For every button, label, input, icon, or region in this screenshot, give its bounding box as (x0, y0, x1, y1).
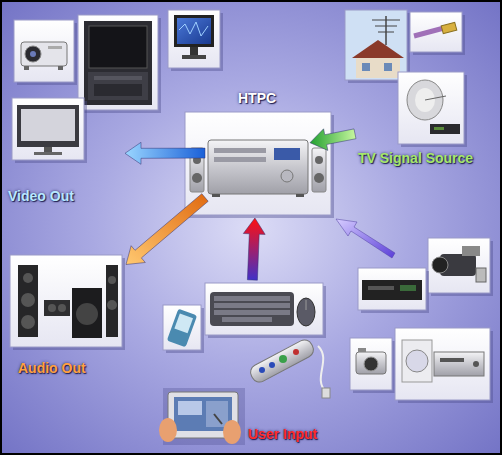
group-label: TV Signal Source (358, 150, 473, 167)
arrow-connector (126, 194, 208, 265)
satellite-dish-tile (398, 72, 467, 147)
tablet-with-hands (159, 388, 245, 445)
flat-panel-tile (12, 98, 87, 163)
arrow-connector (125, 142, 205, 164)
camera-tile (350, 338, 395, 393)
video-out-node: Video Out (5, 100, 125, 207)
user-input-node: User Input (160, 280, 338, 450)
cable-tile (410, 12, 465, 55)
speakers-tile (10, 255, 125, 350)
capture-arrow (336, 219, 395, 258)
vcr-tile (358, 268, 429, 313)
arrow-connector (243, 218, 265, 280)
group-label: Audio Out (18, 360, 86, 377)
audio-out-node: Audio Out (8, 250, 126, 379)
group-label: HTPC (238, 90, 276, 107)
group-label: User Input (248, 426, 317, 443)
arrow-connector (310, 129, 356, 151)
pda-tile (163, 305, 204, 353)
monitor-tile (168, 10, 223, 71)
group-label: Video Out (8, 188, 74, 205)
htpc-node: HTPC (205, 88, 310, 218)
projector-tile (14, 20, 77, 85)
remote-control (248, 337, 330, 398)
keyboard-tile (205, 283, 326, 338)
camcorder-tile (428, 238, 493, 296)
dvd-player-tile (395, 328, 493, 403)
crt-tv-tile (78, 15, 161, 113)
tv-signal-node: TV Signal Source (355, 70, 495, 170)
